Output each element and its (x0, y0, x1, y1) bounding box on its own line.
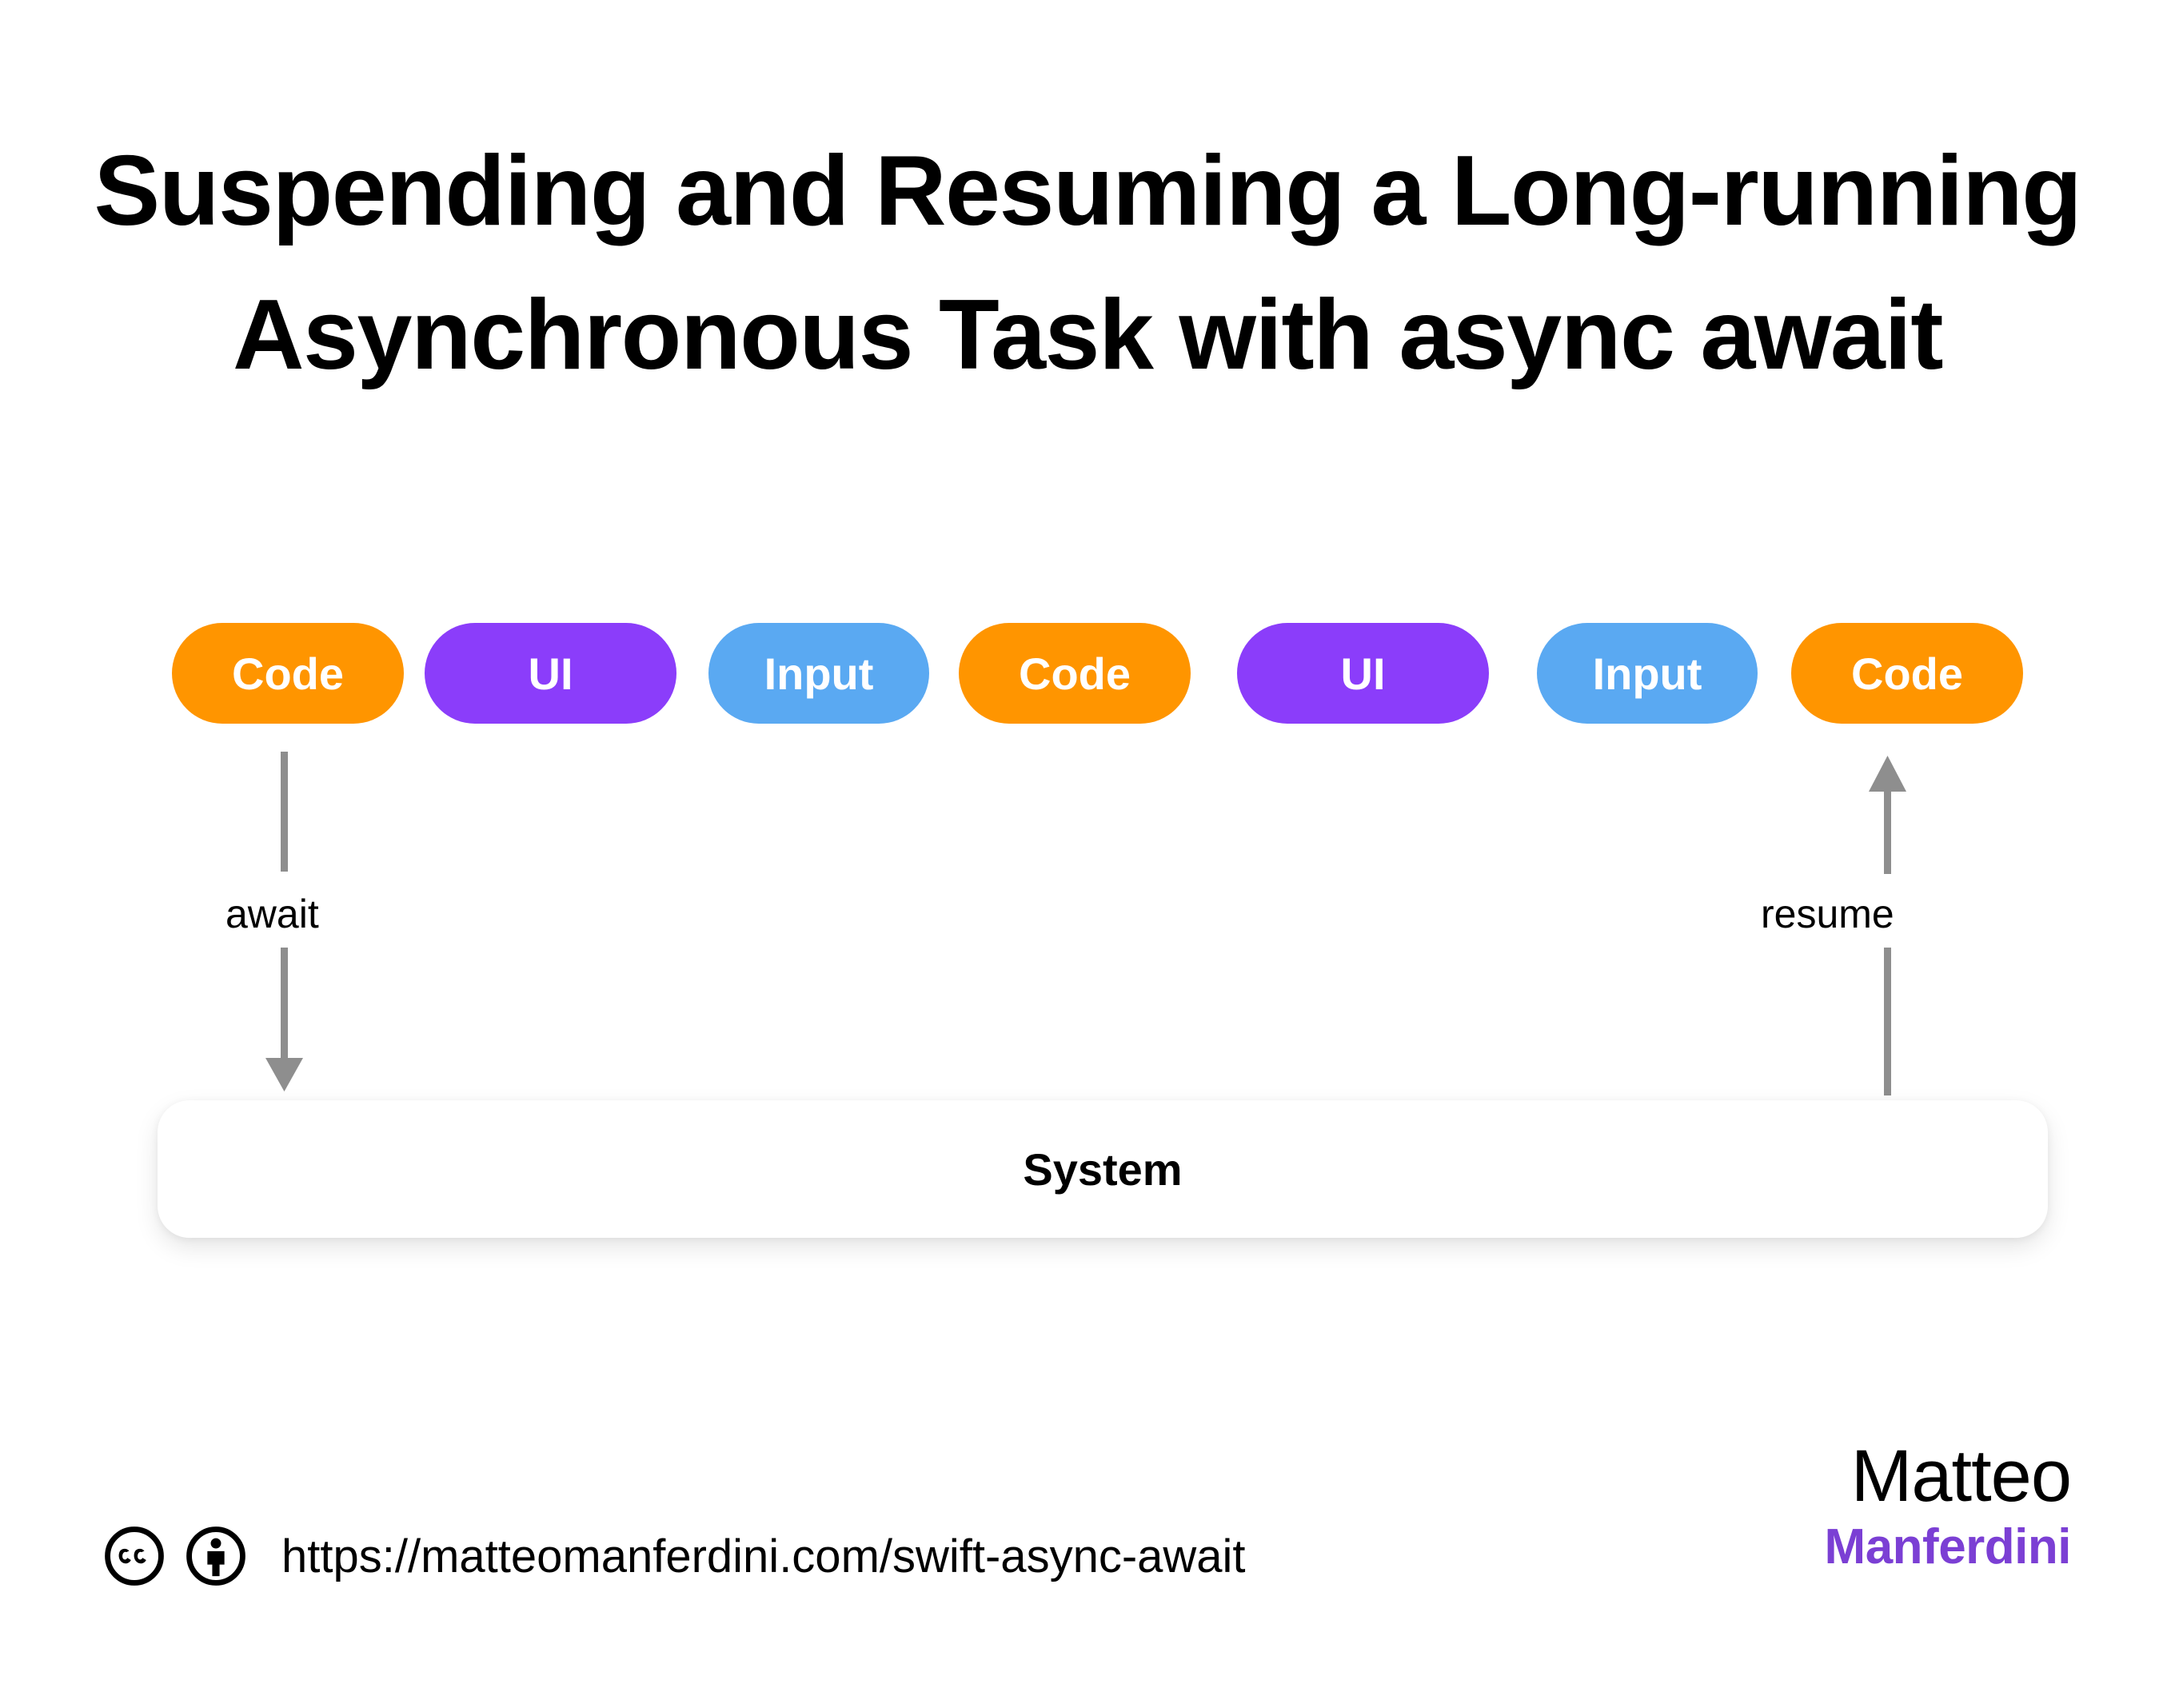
system-label: System (1023, 1143, 1183, 1195)
pill-label: Input (764, 648, 874, 699)
pill-gap (1489, 623, 1537, 724)
pill-gap (929, 623, 959, 724)
pill-label: Code (1851, 648, 1963, 699)
timeline-pill-input-2: Input (1537, 623, 1758, 724)
pill-label: UI (528, 648, 573, 699)
brand-first-name: Matteo (1850, 1435, 2072, 1517)
creative-commons-icon (105, 1526, 164, 1586)
pill-label: Input (1592, 648, 1702, 699)
timeline-pill-code-1: Code (172, 623, 404, 724)
resume-arrow-group: resume (1759, 752, 2063, 1095)
await-arrow-icon (265, 752, 303, 1091)
resume-arrow-label: resume (1761, 892, 1894, 936)
system-box: System (158, 1100, 2048, 1238)
timeline-pill-code-2: Code (959, 623, 1191, 724)
timeline-pill-row: Code UI Input Code UI Input Code (172, 623, 2035, 724)
timeline-pill-code-3: Code (1791, 623, 2023, 724)
pill-label: Code (1019, 648, 1131, 699)
timeline-pill-input-1: Input (708, 623, 929, 724)
footer-attribution: https://matteomanferdini.com/swift-async… (104, 1526, 1246, 1586)
resume-arrow-icon (1869, 756, 1906, 1095)
attribution-person-icon (186, 1526, 245, 1586)
title-line-2: Asynchronous Task with async await (232, 279, 1944, 390)
pill-gap (676, 623, 708, 724)
pill-label: UI (1340, 648, 1386, 699)
brand-last-name: Manferdini (1824, 1519, 2072, 1574)
pill-gap (404, 623, 425, 724)
await-arrow-label: await (225, 892, 319, 936)
timeline-pill-ui-1: UI (425, 623, 676, 724)
page-title: Suspending and Resuming a Long-running A… (0, 120, 2175, 408)
timeline-pill-ui-2: UI (1237, 623, 1489, 724)
brand-logo: Matteo Manferdini (1824, 1435, 2072, 1574)
await-arrow-group: await (192, 752, 496, 1095)
pill-gap (1758, 623, 1791, 724)
pill-gap (1191, 623, 1237, 724)
pill-label: Code (232, 648, 344, 699)
title-line-1: Suspending and Resuming a Long-running (94, 136, 2082, 246)
footer-url[interactable]: https://matteomanferdini.com/swift-async… (281, 1530, 1246, 1582)
